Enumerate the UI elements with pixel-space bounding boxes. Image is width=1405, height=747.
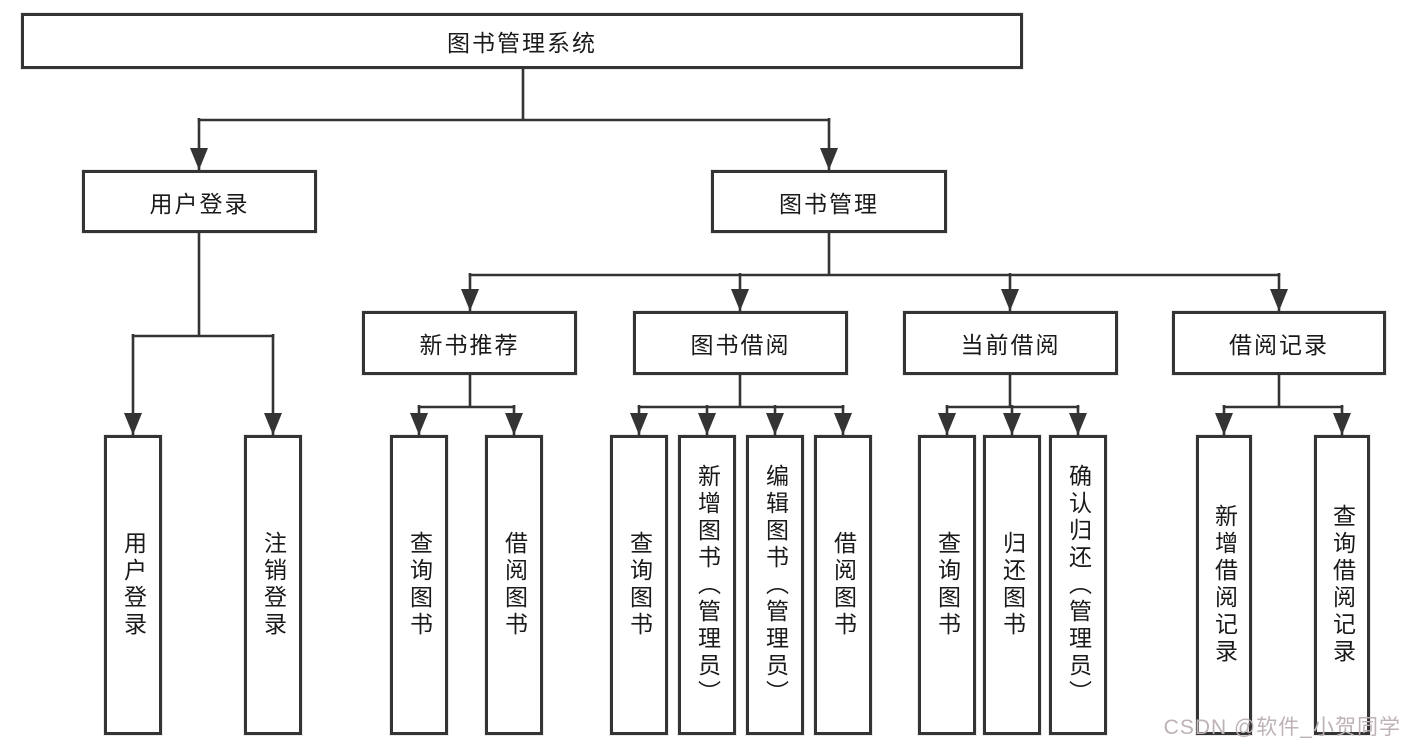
- node-label: 图书借阅: [690, 332, 791, 358]
- node-user-login: 用户登录: [82, 170, 317, 233]
- node-book-management: 图书管理: [711, 170, 947, 233]
- branch-borrow-records: [1215, 373, 1351, 435]
- node-label: 用户登录: [149, 190, 250, 217]
- node-label: 图书管理系统: [447, 30, 597, 56]
- node-borrow-records: 借阅记录: [1172, 311, 1386, 375]
- leaf-label: 新增借阅记录: [1211, 504, 1238, 666]
- branch-user-login: [124, 231, 282, 435]
- branch-book-borrow: [630, 373, 852, 435]
- node-label: 图书管理: [779, 190, 879, 217]
- leaf-label: 查询图书: [626, 531, 653, 639]
- csdn-watermark: CSDN @软件_小贺同学: [1163, 716, 1401, 739]
- branch-current-borrow: [938, 373, 1087, 435]
- leaf-label: 归还图书: [999, 531, 1026, 639]
- node-root-system: 图书管理系统: [21, 13, 1023, 69]
- node-current-borrow: 当前借阅: [903, 311, 1118, 375]
- leaf-borrow-books-recommend: 借阅图书: [485, 435, 543, 735]
- branch-book-management: [461, 231, 1288, 311]
- leaf-label: 注销登录: [260, 531, 287, 639]
- leaf-label: 借阅图书: [830, 531, 857, 639]
- leaf-add-borrow-record: 新增借阅记录: [1196, 435, 1252, 735]
- branch-root: [190, 67, 838, 170]
- leaf-query-books-borrow: 查询图书: [610, 435, 668, 735]
- node-book-borrow: 图书借阅: [633, 311, 848, 375]
- node-new-book-recommend: 新书推荐: [362, 311, 577, 375]
- node-label: 新书推荐: [419, 332, 520, 358]
- branch-new-book-recommend: [410, 373, 523, 435]
- leaf-borrow-books: 借阅图书: [814, 435, 872, 735]
- leaf-query-borrow-record: 查询借阅记录: [1314, 435, 1370, 735]
- leaf-label: 编辑图书（管理员）: [762, 463, 789, 707]
- leaf-return-books: 归还图书: [983, 435, 1041, 735]
- leaf-edit-books-admin: 编辑图书（管理员）: [746, 435, 804, 735]
- leaf-label: 借阅图书: [501, 531, 528, 639]
- leaf-label: 确认归还（管理员）: [1065, 463, 1092, 707]
- leaf-query-books-current: 查询图书: [918, 435, 976, 735]
- leaf-label: 用户登录: [120, 531, 147, 639]
- node-label: 当前借阅: [960, 332, 1061, 358]
- leaf-logout: 注销登录: [244, 435, 302, 735]
- leaf-label: 查询借阅记录: [1329, 504, 1356, 666]
- leaf-user-login: 用户登录: [104, 435, 162, 735]
- node-label: 借阅记录: [1229, 332, 1329, 358]
- leaf-add-books-admin: 新增图书（管理员）: [678, 435, 736, 735]
- leaf-confirm-return-admin: 确认归还（管理员）: [1049, 435, 1107, 735]
- leaf-label: 查询图书: [934, 531, 961, 639]
- leaf-query-books-recommend: 查询图书: [390, 435, 448, 735]
- leaf-label: 新增图书（管理员）: [694, 463, 721, 707]
- leaf-label: 查询图书: [406, 531, 433, 639]
